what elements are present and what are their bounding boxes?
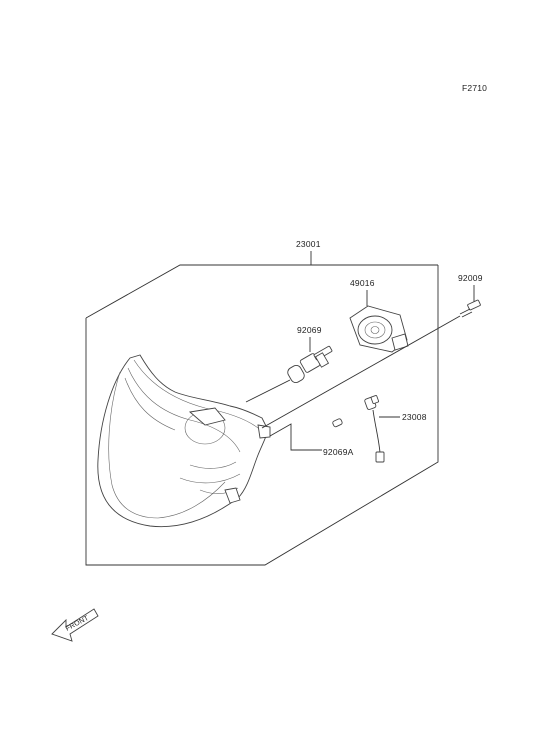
assembly-frame [85,264,439,566]
position-bulb[interactable] [332,418,343,428]
bulb-axis-line [245,379,291,403]
label-92009[interactable]: 92009 [458,273,483,283]
label-23008[interactable]: 23008 [402,412,427,422]
bolt[interactable] [459,299,481,318]
figure-code: F2710 [462,83,487,93]
position-socket[interactable] [364,395,385,463]
bolt-axis-line [261,315,461,429]
front-arrow: FRONT [51,608,99,642]
position-bulb-leader [269,423,322,451]
label-23001[interactable]: 23001 [296,239,321,249]
main-bulb[interactable] [286,345,333,385]
label-92069A[interactable]: 92069A [323,447,354,457]
label-92069[interactable]: 92069 [297,325,322,335]
label-49016[interactable]: 49016 [350,278,375,288]
bulb-cover[interactable] [349,305,409,353]
headlight-housing[interactable] [97,354,271,528]
